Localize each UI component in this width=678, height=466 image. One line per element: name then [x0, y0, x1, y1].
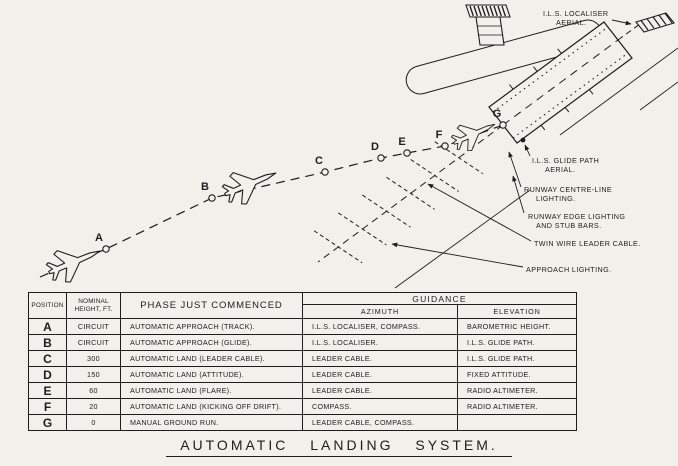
callout-edge-line1: RUNWAY EDGE LIGHTING	[528, 212, 625, 221]
cell-phase: MANUAL GROUND RUN.	[120, 414, 303, 431]
cell-position: A	[28, 318, 67, 335]
callout-leader-cable-arrow	[427, 183, 532, 242]
callout-centreline-arrow	[508, 151, 522, 188]
approach-light-bars	[313, 141, 484, 264]
cell-height: 0	[66, 414, 121, 431]
waypoint-a-label: A	[95, 232, 103, 244]
cell-position: G	[28, 414, 67, 431]
cell-azimuth: I.L.S. LOCALISER, COMPASS.	[302, 318, 458, 335]
callout-glidepath-line2: AERIAL.	[545, 165, 575, 174]
title-block: AUTOMATIC LANDING SYSTEM.	[0, 437, 678, 457]
header-elevation: ELEVATION	[457, 304, 577, 319]
cell-azimuth: LEADER CABLE.	[302, 366, 458, 383]
table-row: E 60 AUTOMATIC LAND (FLARE). LEADER CABL…	[28, 382, 577, 399]
table-row: A CIRCUIT AUTOMATIC APPROACH (TRACK). I.…	[28, 318, 577, 335]
landing-diagram: A B C D E F G I.L.S. LOCALISER AERIAL. I…	[39, 4, 678, 289]
callout-approach-lighting: APPROACH LIGHTING.	[526, 265, 611, 274]
waypoint-d-label: D	[371, 141, 379, 153]
tower-floor-lines	[477, 25, 503, 36]
cell-height: 300	[66, 350, 121, 367]
callout-localiser-arrow	[611, 19, 632, 26]
cell-phase: AUTOMATIC LAND (LEADER CABLE).	[120, 350, 303, 367]
header-phase: PHASE JUST COMMENCED	[120, 292, 303, 319]
cell-height: 60	[66, 382, 121, 399]
waypoint-e-label: E	[398, 136, 405, 148]
cell-elevation: FIXED ATTITUDE.	[457, 366, 577, 383]
table-row: C 300 AUTOMATIC LAND (LEADER CABLE). LEA…	[28, 350, 577, 367]
cell-azimuth: COMPASS.	[302, 398, 458, 415]
tower-cab-hatching	[469, 5, 506, 17]
runway-edge-lighting-left	[492, 26, 609, 113]
callout-centreline-line1: RUNWAY CENTRE-LINE	[524, 185, 612, 194]
cell-position: E	[28, 382, 67, 399]
cell-position: C	[28, 350, 67, 367]
cell-height: 150	[66, 366, 121, 383]
cell-position: B	[28, 334, 67, 351]
callout-edge-line2: AND STUB BARS.	[536, 221, 602, 230]
cell-elevation: I.L.S. GLIDE PATH.	[457, 334, 577, 351]
waypoint-c-label: C	[315, 155, 323, 167]
cell-phase: AUTOMATIC LAND (FLARE).	[120, 382, 303, 399]
callout-glidepath-line1: I.L.S. GLIDE PATH	[532, 156, 599, 165]
waypoint-b-label: B	[201, 181, 209, 193]
cell-phase: AUTOMATIC LAND (ATTITUDE).	[120, 366, 303, 383]
cell-azimuth: I.L.S. LOCALISER.	[302, 334, 458, 351]
phase-guidance-table: POSITION NOMINAL HEIGHT, FT. PHASE JUST …	[28, 292, 577, 431]
waypoint-markers	[102, 121, 507, 253]
cell-azimuth: LEADER CABLE, COMPASS.	[302, 414, 458, 431]
cell-elevation: BAROMETRIC HEIGHT.	[457, 318, 577, 335]
cell-height: CIRCUIT	[66, 318, 121, 335]
callout-approach-lighting-arrow	[391, 242, 524, 268]
header-position: POSITION	[28, 292, 67, 319]
cell-azimuth: LEADER CABLE.	[302, 350, 458, 367]
stub-bars	[509, 48, 594, 131]
cell-position: D	[28, 366, 67, 383]
cell-elevation: RADIO ALTIMETER.	[457, 382, 577, 399]
table-row: B CIRCUIT AUTOMATIC APPROACH (GLIDE). I.…	[28, 334, 577, 351]
callout-edge-arrow	[512, 175, 525, 214]
cell-phase: AUTOMATIC APPROACH (TRACK).	[120, 318, 303, 335]
aircraft-position-b	[217, 156, 283, 211]
waypoint-f-label: F	[436, 129, 443, 141]
runway-edge-lighting-right	[512, 52, 629, 139]
cell-height: CIRCUIT	[66, 334, 121, 351]
page-title: AUTOMATIC LANDING SYSTEM.	[166, 437, 512, 457]
cell-position: F	[28, 398, 67, 415]
header-azimuth: AZIMUTH	[302, 304, 458, 319]
callout-localiser-line1: I.L.S. LOCALISER	[543, 9, 609, 18]
table-row: D 150 AUTOMATIC LAND (ATTITUDE). LEADER …	[28, 366, 577, 383]
table-row: F 20 AUTOMATIC LAND (KICKING OFF DRIFT).…	[28, 398, 577, 415]
control-tower	[465, 4, 511, 46]
table-row: G 0 MANUAL GROUND RUN. LEADER CABLE, COM…	[28, 414, 577, 431]
callout-leader-cable: TWIN WIRE LEADER CABLE.	[534, 239, 641, 248]
localiser-aerial	[617, 12, 675, 41]
glidepath-aerial	[520, 137, 526, 143]
cell-azimuth: LEADER CABLE.	[302, 382, 458, 399]
callout-glidepath-arrow	[524, 144, 531, 157]
waypoint-letters: A B C D E F G	[95, 108, 501, 244]
cell-elevation: I.L.S. GLIDE PATH.	[457, 350, 577, 367]
runway-centreline-lighting	[502, 39, 619, 126]
callout-centreline-line2: LIGHTING.	[536, 194, 576, 203]
waypoint-g-label: G	[493, 108, 502, 120]
callouts: I.L.S. LOCALISER AERIAL. I.L.S. GLIDE PA…	[391, 9, 641, 274]
header-guidance: GUIDANCE	[302, 292, 577, 305]
approach-flight-path	[39, 124, 504, 278]
header-height: NOMINAL HEIGHT, FT.	[66, 292, 121, 319]
airfield-boundary-lines	[394, 47, 678, 289]
approach-lighting-group	[313, 124, 504, 264]
cell-phase: AUTOMATIC APPROACH (GLIDE).	[120, 334, 303, 351]
cell-height: 20	[66, 398, 121, 415]
cell-elevation: RADIO ALTIMETER.	[457, 398, 577, 415]
callout-localiser-line2: AERIAL.	[556, 18, 586, 27]
runway	[488, 21, 633, 144]
cell-elevation	[457, 414, 577, 431]
cell-phase: AUTOMATIC LAND (KICKING OFF DRIFT).	[120, 398, 303, 415]
